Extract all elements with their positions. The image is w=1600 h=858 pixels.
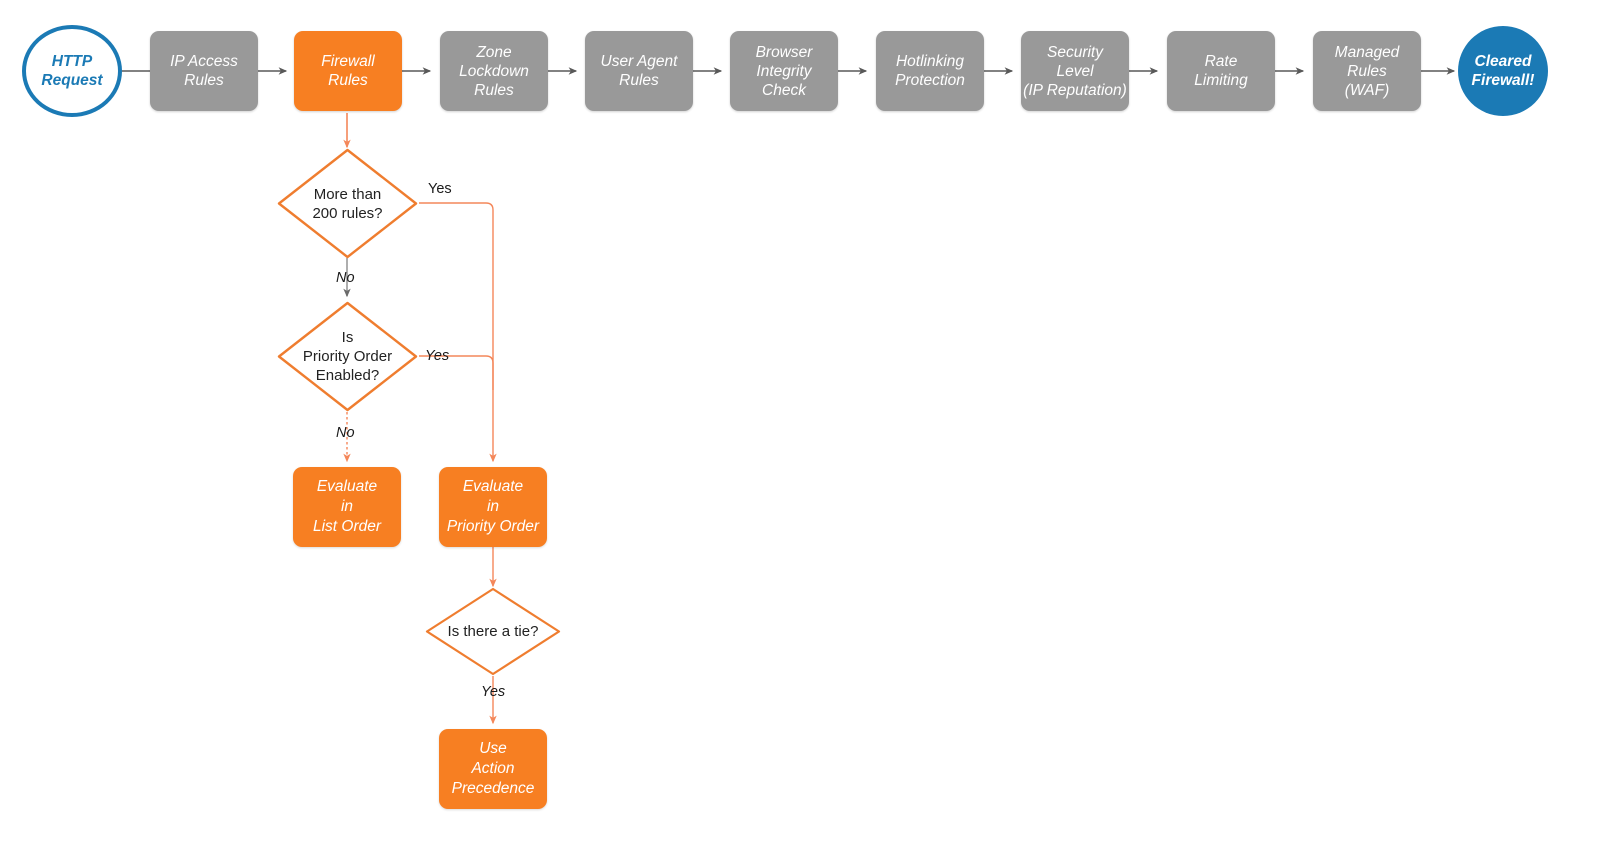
node-managed-rules-waf[interactable]: Managed Rules (WAF) bbox=[1313, 31, 1421, 111]
node-cleared-firewall[interactable]: Cleared Firewall! bbox=[1458, 26, 1548, 116]
node-label: Evaluate in Priority Order bbox=[446, 478, 540, 535]
diamond-outline bbox=[425, 587, 561, 676]
edge-label-no-priority-order: No bbox=[336, 425, 355, 441]
decision-priority-order-enabled[interactable]: Is Priority Order Enabled? bbox=[277, 301, 418, 412]
edge-label-yes-tie: Yes bbox=[481, 684, 506, 700]
node-label: HTTP Request bbox=[41, 53, 103, 89]
diamond-outline bbox=[277, 301, 418, 412]
node-ip-access-rules[interactable]: IP Access Rules bbox=[150, 31, 258, 111]
node-label: Zone Lockdown Rules bbox=[459, 43, 529, 99]
node-zone-lockdown-rules[interactable]: Zone Lockdown Rules bbox=[440, 31, 548, 111]
action-use-action-precedence[interactable]: Use Action Precedence bbox=[439, 729, 547, 809]
decision-label: More than 200 rules? bbox=[312, 185, 383, 222]
action-evaluate-in-list-order[interactable]: Evaluate in List Order bbox=[293, 467, 401, 547]
node-hotlinking-protection[interactable]: Hotlinking Protection bbox=[876, 31, 984, 111]
node-label: Cleared Firewall! bbox=[1471, 53, 1535, 89]
node-label: Evaluate in List Order bbox=[312, 478, 382, 535]
node-firewall-rules[interactable]: Firewall Rules bbox=[294, 31, 402, 111]
node-label: Hotlinking Protection bbox=[895, 53, 965, 89]
node-label: Firewall Rules bbox=[321, 53, 375, 89]
node-label: User Agent Rules bbox=[600, 53, 678, 89]
node-browser-integrity-check[interactable]: Browser Integrity Check bbox=[730, 31, 838, 111]
node-label: Security Level (IP Reputation) bbox=[1023, 43, 1127, 99]
edge-label-yes-priority-order: Yes bbox=[425, 348, 450, 364]
decision-label: Is Priority Order Enabled? bbox=[302, 329, 393, 384]
node-label: Rate Limiting bbox=[1194, 53, 1248, 89]
node-http-request[interactable]: HTTP Request bbox=[22, 25, 122, 117]
decision-label: Is there a tie? bbox=[447, 623, 539, 640]
node-label: Browser Integrity Check bbox=[755, 43, 813, 99]
action-evaluate-in-priority-order[interactable]: Evaluate in Priority Order bbox=[439, 467, 547, 547]
node-security-level[interactable]: Security Level (IP Reputation) bbox=[1021, 31, 1129, 111]
edge-label-no-more-than-200: No bbox=[336, 270, 355, 286]
edge-label-yes-more-than-200: Yes bbox=[428, 181, 452, 197]
decision-is-there-a-tie[interactable]: Is there a tie? bbox=[425, 587, 561, 676]
node-user-agent-rules[interactable]: User Agent Rules bbox=[585, 31, 693, 111]
decision-more-than-200-rules[interactable]: More than 200 rules? bbox=[277, 148, 418, 259]
node-rate-limiting[interactable]: Rate Limiting bbox=[1167, 31, 1275, 111]
node-label: IP Access Rules bbox=[170, 53, 238, 89]
node-label: Use Action Precedence bbox=[451, 740, 535, 797]
diamond-outline bbox=[277, 148, 418, 259]
node-label: Managed Rules (WAF) bbox=[1334, 43, 1400, 99]
